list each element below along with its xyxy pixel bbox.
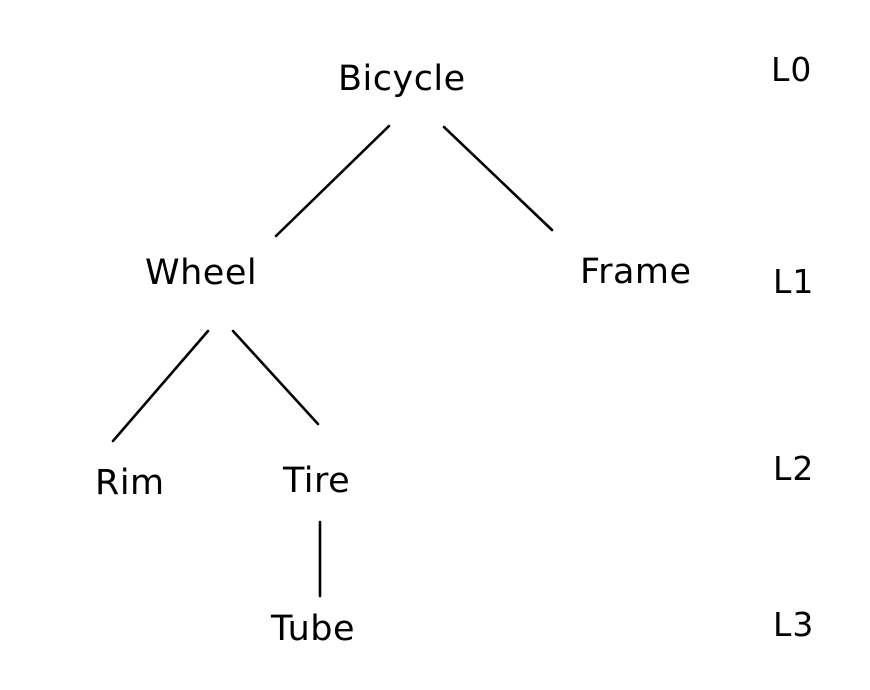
level-label-l0: L0 [771, 50, 813, 89]
node-tire[interactable]: Tire [283, 461, 351, 501]
edge-bicycle-frame [442, 125, 554, 232]
edge-bicycle-wheel [274, 124, 391, 238]
level-label-l3: L3 [773, 605, 815, 644]
edge-wheel-rim [111, 329, 210, 443]
edge-wheel-tire [231, 329, 320, 426]
node-tube[interactable]: Tube [271, 609, 355, 649]
node-frame[interactable]: Frame [580, 252, 692, 292]
node-rim[interactable]: Rim [95, 463, 165, 503]
level-label-l2: L2 [773, 449, 815, 488]
node-wheel[interactable]: Wheel [145, 253, 258, 293]
node-bicycle[interactable]: Bicycle [338, 59, 466, 99]
level-label-l1: L1 [773, 262, 815, 301]
